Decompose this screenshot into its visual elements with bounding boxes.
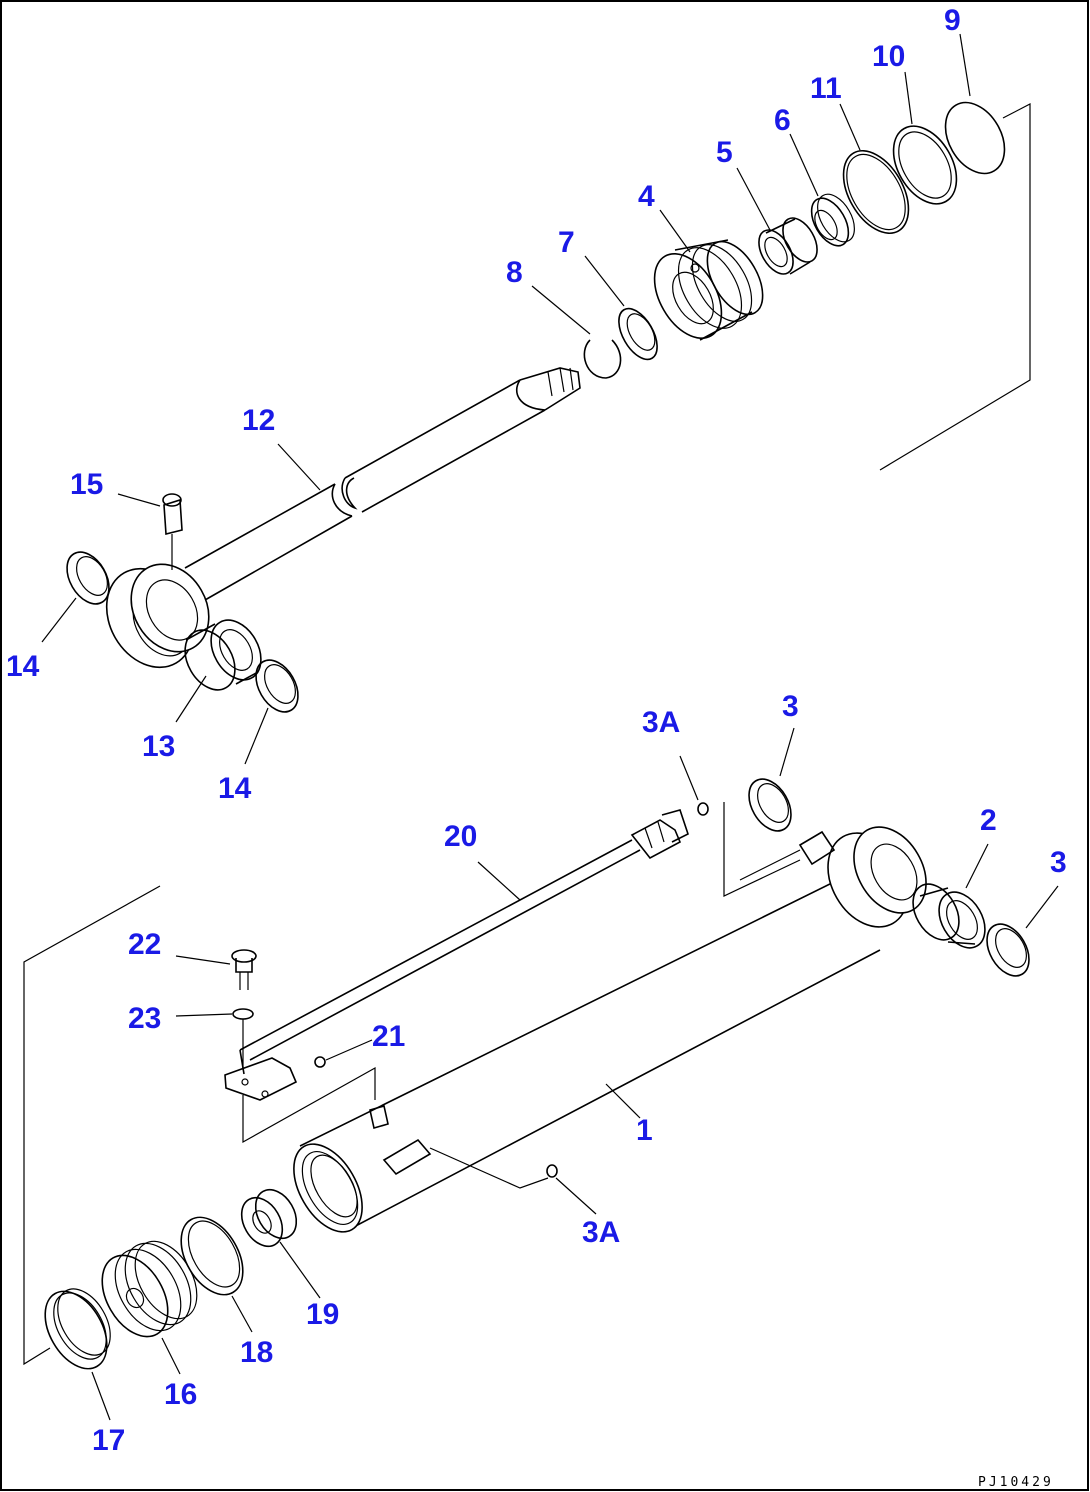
label-11: 11 [810,72,842,105]
label-17: 17 [92,1424,125,1457]
part-3-right-seal [986,923,1030,977]
clamp [224,1049,298,1101]
part-9-ring [944,101,1006,175]
label-16: 16 [164,1378,197,1411]
label-5: 5 [716,136,733,169]
part-8-snapring [583,339,622,379]
label-4: 4 [638,180,655,213]
label-20: 20 [444,820,477,853]
part-3A-top-ball [697,802,709,816]
label-14b: 14 [218,772,252,805]
label-18: 18 [240,1336,273,1369]
label-22: 22 [128,928,161,961]
part-4-piston [653,239,764,341]
rod-assembly [66,101,1031,713]
callout-labels: 9 10 11 6 5 4 7 8 12 15 14 13 14 3A 3 20… [6,4,1067,1457]
leader-lines [41,33,1059,1421]
part-22-bolt [231,949,257,990]
label-3A-bottom: 3A [582,1216,620,1249]
part-2-bushing [912,883,986,949]
part-7-seal [618,307,658,361]
label-13: 13 [142,730,175,763]
part-14a-dustseal [66,551,110,605]
label-23: 23 [128,1002,161,1035]
part-19-nut [240,1188,298,1248]
part-10-ring [892,125,958,205]
label-6: 6 [774,104,791,137]
label-3-top: 3 [782,690,799,723]
part-20-hose [239,809,689,1061]
label-2: 2 [980,804,997,837]
label-12: 12 [242,404,275,437]
cylinder-assembly [23,778,1030,1370]
part-1-tube [293,826,927,1233]
label-7: 7 [558,226,575,259]
part-13-bushing [184,619,262,691]
label-3A-top: 3A [642,706,680,739]
part-11-ring [842,149,910,235]
drawing-code: PJ10429 [978,1475,1054,1490]
label-21: 21 [372,1020,405,1053]
part-12-rod [184,367,581,601]
part-5-bushing [758,217,818,275]
label-10: 10 [872,40,905,73]
part-14b-dustseal [255,659,299,713]
label-14a: 14 [6,650,40,683]
part-21-ball [314,1056,326,1068]
part-3-top-seal [748,778,792,832]
label-15: 15 [70,468,103,501]
label-8: 8 [506,256,523,289]
label-3-right: 3 [1050,846,1067,879]
label-9: 9 [944,4,961,37]
part-17-seal [44,1288,111,1370]
label-1: 1 [636,1114,653,1147]
label-19: 19 [306,1298,339,1331]
part-6-nut [810,193,855,247]
part-23-washer [232,1008,254,1020]
rod-eye [105,563,210,669]
part-16-piston [101,1240,198,1338]
part-15-grease-fitting [162,493,183,570]
part-3A-bottom-ball [546,1164,558,1178]
